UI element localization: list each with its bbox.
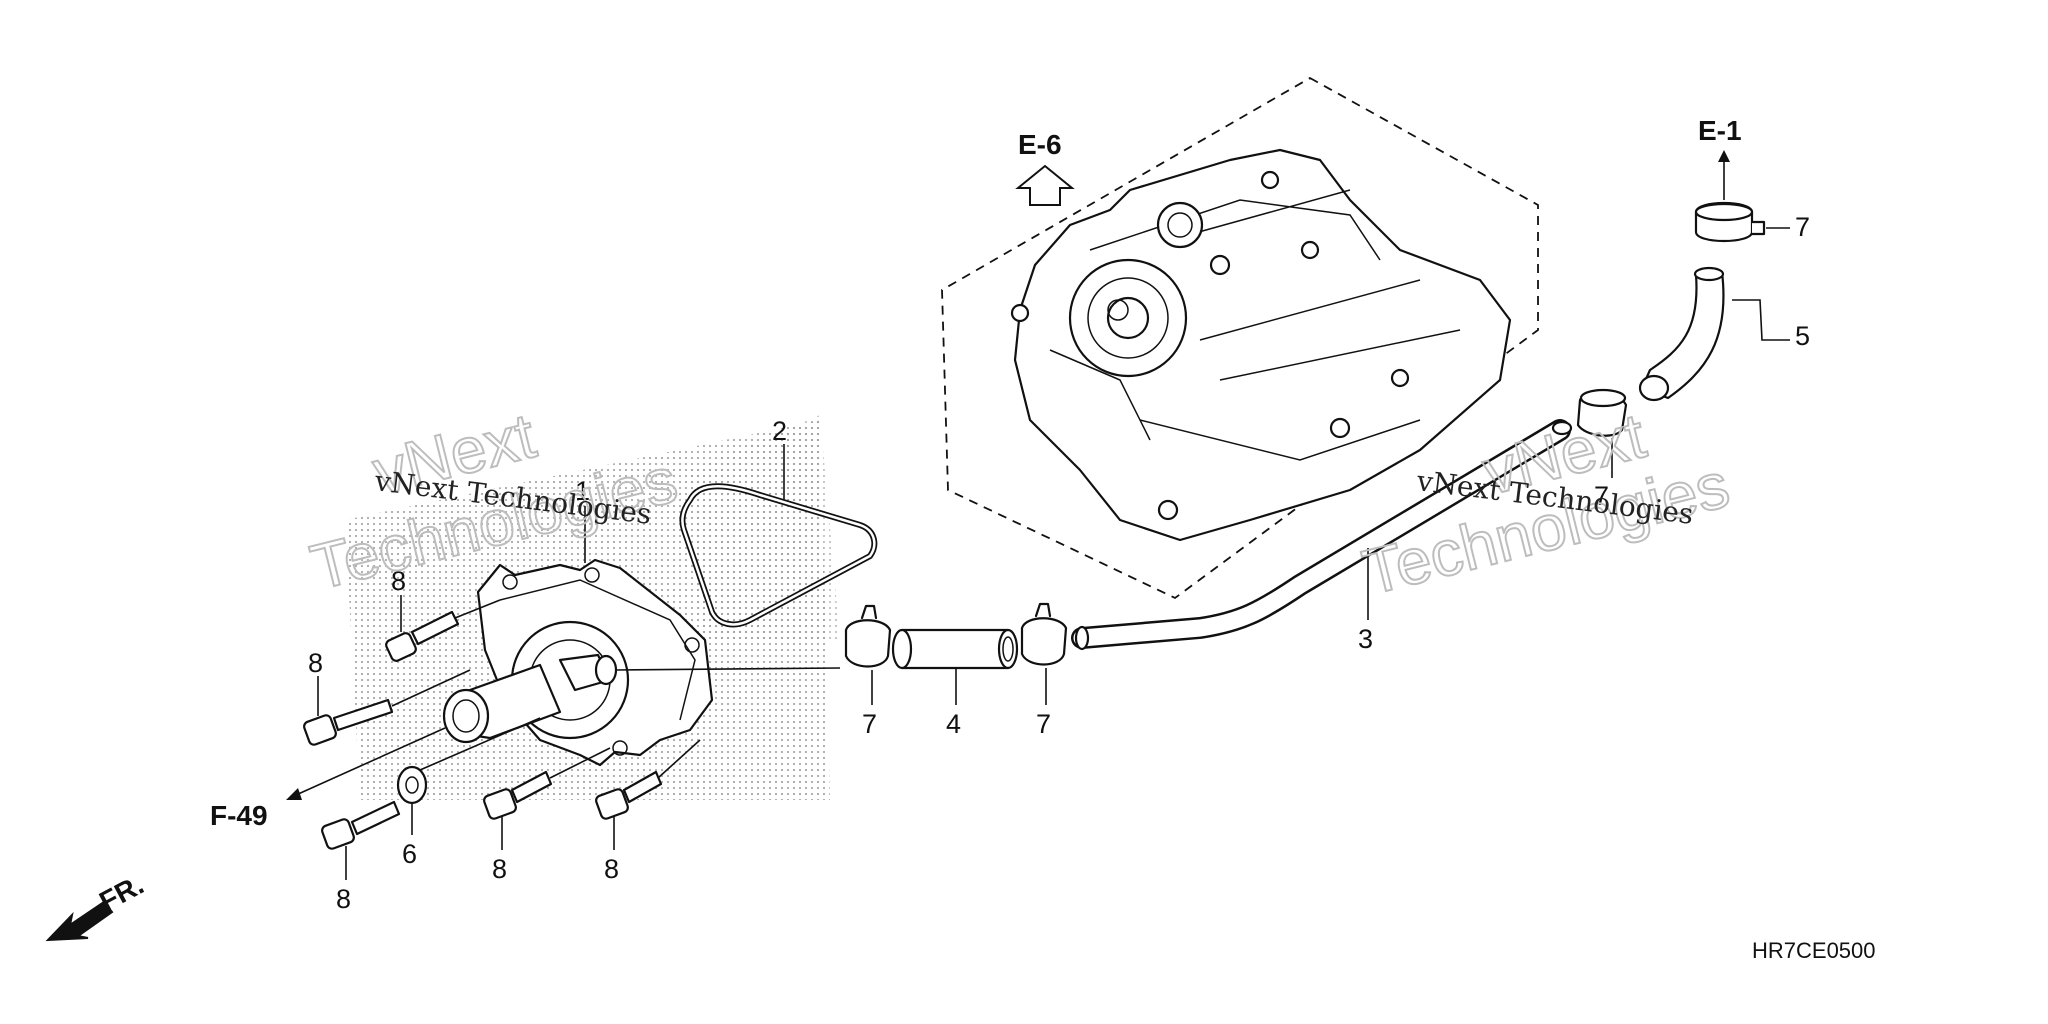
callout-6: 6 — [402, 839, 417, 869]
callout-7-mid-right: 7 — [1594, 481, 1609, 511]
callout-3: 3 — [1358, 624, 1373, 654]
stipple-shading-gasket — [690, 415, 840, 640]
clamp-center-right — [1020, 602, 1068, 666]
callout-7-center-right: 7 — [1036, 709, 1051, 739]
ref-f49-label: F-49 — [210, 800, 268, 831]
diagram-part-code: HR7CE0500 — [1752, 938, 1876, 963]
up-arrow-icon — [1718, 150, 1730, 162]
callout-7-center-left: 7 — [862, 709, 877, 739]
bolt-8-left — [303, 698, 394, 746]
callout-5: 5 — [1795, 321, 1810, 351]
callout-8-lower-right: 8 — [604, 854, 619, 884]
ref-e6-label: E-6 — [1018, 129, 1062, 160]
ref-e6[interactable]: E-6 — [1015, 129, 1075, 206]
ref-e1-label: E-1 — [1698, 115, 1742, 146]
washer-part-6 — [396, 765, 428, 805]
bolt-8-lower-mid — [483, 770, 553, 820]
clamp-top-right — [1694, 202, 1766, 242]
ref-e1[interactable]: E-1 — [1698, 115, 1742, 200]
bolt-8-upper — [385, 610, 460, 662]
clamp-center-left — [844, 604, 892, 668]
callout-4: 4 — [946, 709, 961, 739]
pipe-part-3 — [1071, 419, 1573, 651]
bolt-8-lower-right — [595, 770, 663, 820]
gasket-part-2 — [679, 483, 878, 628]
hose-part-5 — [1638, 266, 1725, 402]
callout-1: 1 — [575, 476, 590, 506]
front-arrow-icon — [45, 900, 114, 942]
callout-8-upper: 8 — [391, 566, 406, 596]
callout-8-lower-left: 8 — [336, 884, 351, 914]
front-direction: FR. — [45, 869, 149, 942]
clamp-mid-right — [1576, 388, 1628, 437]
callout-2: 2 — [772, 416, 787, 446]
ref-f49[interactable]: F-49 — [210, 727, 446, 831]
bolt-8-lower-left — [321, 800, 401, 850]
callout-8-lower-mid: 8 — [492, 854, 507, 884]
callout-8-left: 8 — [308, 648, 323, 678]
hose-part-4 — [891, 628, 1019, 670]
engine-dashed-outline — [941, 76, 1539, 600]
engine-crankcase — [1010, 148, 1512, 542]
left-arrow-icon — [286, 788, 302, 800]
callout-7-top: 7 — [1795, 212, 1810, 242]
up-arrow-icon — [1015, 164, 1075, 206]
